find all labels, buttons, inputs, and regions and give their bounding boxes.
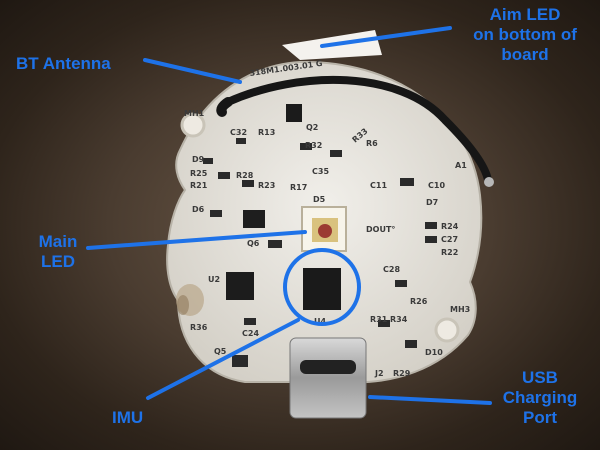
usb-port-opening [300,360,356,374]
svg-text:D10: D10 [425,348,443,357]
svg-text:J2: J2 [374,369,384,378]
svg-text:R21: R21 [190,181,208,190]
mount-hole-mh1 [180,112,206,138]
svg-text:D7: D7 [426,198,438,207]
antenna-wire-end [216,97,233,117]
svg-text:R26: R26 [410,297,428,306]
svg-text:R31: R31 [370,315,388,324]
svg-text:R17: R17 [290,183,307,192]
svg-text:C27: C27 [441,235,458,244]
svg-text:R25: R25 [190,169,208,178]
svg-text:C11: C11 [370,181,387,190]
svg-text:C35: C35 [312,167,329,176]
imu-arrow [146,318,300,400]
component [378,320,390,327]
svg-text:R28: R28 [236,171,254,180]
component [405,340,417,348]
mount-hole-mh3 [434,317,460,343]
component [203,158,213,164]
u2-chip [226,272,254,300]
svg-text:U2: U2 [208,275,220,284]
svg-text:U4: U4 [314,317,326,326]
component [236,138,246,144]
svg-text:MH3: MH3 [450,305,470,314]
aim-led-label: Aim LED on bottom of board [473,5,577,64]
component [232,355,248,367]
svg-text:DOUT°: DOUT° [366,225,395,234]
svg-text:MH1: MH1 [184,109,205,118]
svg-text:D9: D9 [192,155,205,164]
component [400,178,414,186]
svg-text:Q6: Q6 [247,239,260,248]
svg-text:Q5: Q5 [214,347,227,356]
aim-led-arrow [320,26,452,48]
imu-label: IMU [112,408,144,427]
component [242,180,254,187]
component [300,143,312,150]
svg-text:C32: C32 [230,128,247,137]
svg-text:R32: R32 [305,141,322,150]
usb-arrow [368,395,492,405]
svg-text:R13: R13 [258,128,275,137]
svg-text:R22: R22 [441,248,458,257]
bt-antenna-arrow [143,58,242,84]
component [243,210,265,228]
svg-text:D6: D6 [192,205,205,214]
imu-highlight-circle [283,248,361,326]
main-led-arrow [86,230,307,250]
svg-text:A1: A1 [455,161,467,170]
component [425,222,437,229]
usb-port [289,337,367,419]
svg-text:R29: R29 [393,369,411,378]
bt-antenna-label: BT Antenna [16,54,111,73]
imu-chip [303,268,341,310]
component [268,240,282,248]
svg-text:C24: C24 [242,329,259,338]
usb-charging-port-label: USB Charging Port [502,368,578,427]
svg-text:R36: R36 [190,323,208,332]
svg-text:R34: R34 [390,315,408,324]
svg-text:Q2: Q2 [306,123,318,132]
main-led-label: Main LED [38,232,78,271]
svg-text:C10: C10 [428,181,445,190]
component [395,280,407,287]
component [218,172,230,179]
component [425,236,437,243]
svg-text:R6: R6 [366,139,378,148]
main-led-lens [318,224,332,238]
component [244,318,256,325]
antenna-wire [224,75,492,184]
q2-transistor [286,104,302,122]
component [210,210,222,217]
svg-text:R24: R24 [441,222,459,231]
component [330,150,342,157]
annotation-arrows [86,26,492,405]
antenna-solder [484,177,494,187]
board-stain [177,295,189,315]
svg-text:R23: R23 [258,181,275,190]
svg-text:C28: C28 [383,265,400,274]
svg-text:D5: D5 [313,195,326,204]
